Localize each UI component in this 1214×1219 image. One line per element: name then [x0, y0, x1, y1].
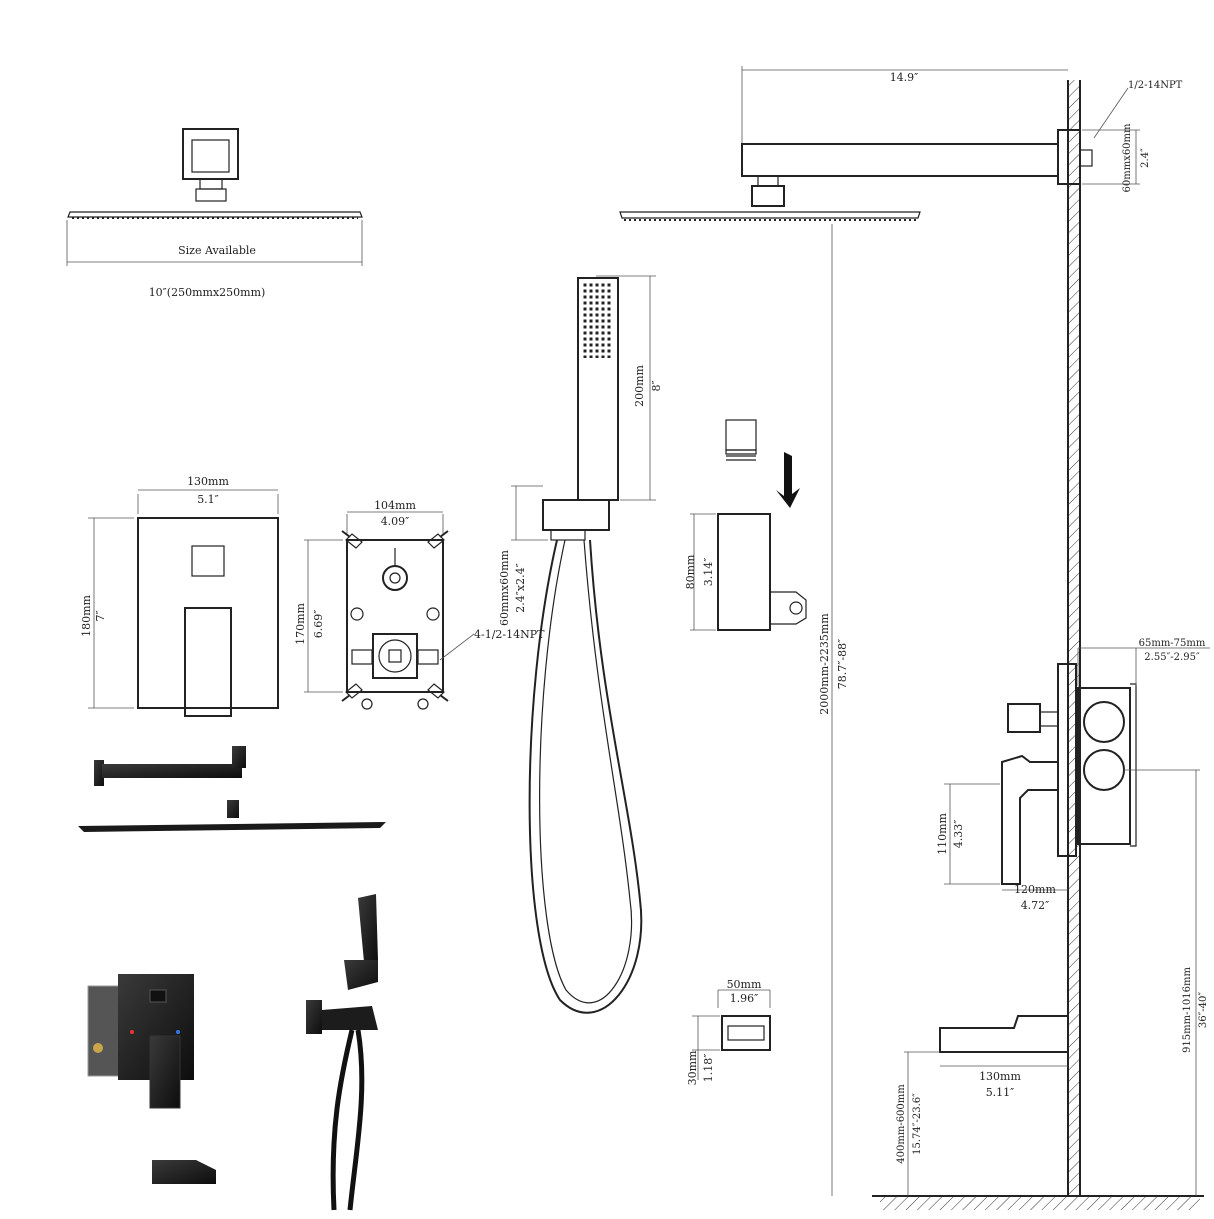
box-height-mm: 170mm: [294, 603, 307, 645]
box-width-in: 4.09″: [381, 515, 410, 528]
handle-height-mm: 110mm: [936, 813, 949, 855]
valve-render: [87, 974, 194, 1109]
handheld-length-in: 8″: [650, 380, 663, 391]
showerhead-render: [78, 746, 386, 832]
showerhead-front-view: Size Available 10″(250mmx250mm): [66, 128, 363, 299]
arm-flange-in: 2.4″: [1140, 148, 1151, 168]
installation-side-view: 14.9″ 1/2-14NPT 60mmx60mm 2.4″ 2000mm-22…: [619, 66, 1210, 1210]
plate-width-mm: 130mm: [187, 475, 229, 488]
box-height-in: 6.69″: [312, 610, 325, 639]
handle-height-in: 4.33″: [952, 820, 965, 849]
valve-height-in: 36″-40″: [1198, 992, 1209, 1029]
bracket-size-in: 2.4″x2.4″: [514, 563, 527, 612]
valve-height-mm: 915mm-1016mm: [1182, 967, 1193, 1053]
size-available-label: Size Available: [178, 244, 256, 257]
box-width-mm: 104mm: [374, 499, 416, 512]
small-spout-drawing: 50mm 1.96″ 30mm 1.18″: [686, 978, 771, 1085]
spout-reach-mm: 130mm: [979, 1070, 1021, 1083]
showerhead-size-label: 10″(250mmx250mm): [149, 286, 266, 299]
head-height-in: 78.7″-88″: [836, 639, 849, 689]
valve-trim-plate-drawing: 130mm 5.1″ 180mm 7″: [80, 475, 279, 717]
arm-flange-mm: 60mmx60mm: [1122, 123, 1133, 193]
spout-height-in: 15.74″-23.6″: [912, 1093, 923, 1155]
wall-depth-mm: 65mm-75mm: [1139, 638, 1206, 649]
plate-height-mm: 180mm: [80, 595, 93, 637]
holder-height-mm: 80mm: [684, 554, 697, 589]
plate-height-in: 7″: [94, 610, 107, 621]
spout-part-width-mm: 50mm: [727, 978, 762, 991]
handle-reach-mm: 120mm: [1014, 883, 1056, 896]
spout-height-mm: 400mm-600mm: [896, 1084, 907, 1164]
plate-width-in: 5.1″: [197, 493, 219, 506]
handle-reach-in: 4.72″: [1021, 899, 1050, 912]
head-height-mm: 2000mm-2235mm: [818, 613, 831, 715]
arm-length-label: 14.9″: [890, 71, 919, 84]
bracket-size-mm: 60mmx60mm: [498, 549, 511, 625]
spout-part-height-in: 1.18″: [702, 1054, 715, 1083]
handheld-length-mm: 200mm: [633, 365, 646, 407]
handheld-shower-drawing: 200mm 8″ 60mmx60mm 2.4″x2.4″: [498, 275, 663, 1014]
box-thread-label: 4-1/2-14NPT: [474, 628, 545, 641]
handheld-render: [306, 894, 378, 1211]
spout-part-height-mm: 30mm: [686, 1050, 699, 1085]
spout-part-width-in: 1.96″: [730, 992, 759, 1005]
tub-spout-render: [152, 1160, 216, 1184]
rough-in-valve-box-drawing: 104mm 4.09″ 170mm 6.69″ 4-1/2-14NPT: [294, 499, 545, 710]
holder-height-in: 3.14″: [702, 558, 715, 587]
wall-depth-in: 2.55″-2.95″: [1144, 652, 1200, 663]
shower-holder-drawing: 80mm 3.14″: [684, 419, 807, 631]
arm-thread-label: 1/2-14NPT: [1128, 80, 1183, 91]
spout-reach-in: 5.11″: [986, 1086, 1015, 1099]
